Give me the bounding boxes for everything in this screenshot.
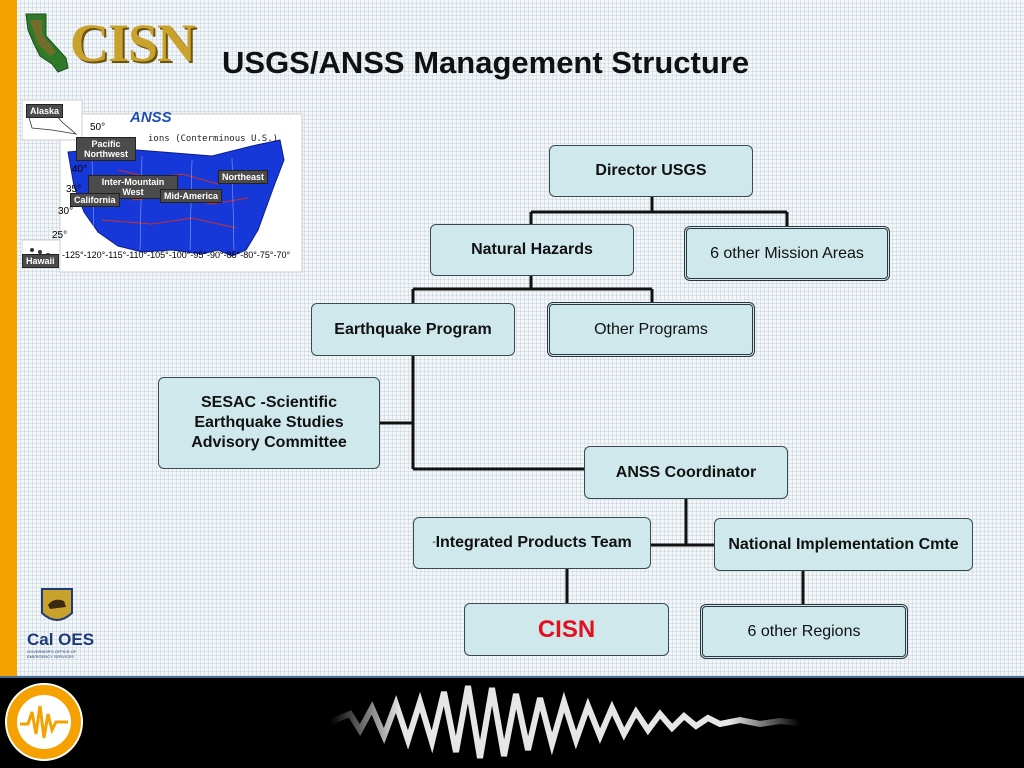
ipt-label: Integrated Products Team [435,534,632,551]
anss-regions-map: ANSS ions (Conterminous U.S.) Alaska Pac… [21,99,304,275]
ipt-prefix: - [432,537,436,548]
caloes-wordmark: Cal OES [27,630,95,649]
map-subtitle: ions (Conterminous U.S.) [148,134,279,144]
cisn-logo [22,10,192,74]
anss-map-brand: ANSS [130,109,172,126]
lon-labels: -125°-120°-115°-110°-105°-100°-95°-90°-8… [62,250,291,260]
other-programs-box: Other Programs [547,302,755,357]
integrated-products-team-box: -Integrated Products Team [413,517,651,569]
director-usgs-box: Director USGS [549,145,753,197]
natural-hazards-box: Natural Hazards [430,224,634,276]
lat-label: 50° [90,122,106,133]
california-map-icon [25,13,69,73]
footer-rule [0,676,1024,679]
left-accent-bar [0,0,17,678]
lat-label: 30° [58,206,74,217]
sesac-box: SESAC -Scientific Earthquake Studies Adv… [158,377,380,469]
caloes-logo [22,587,92,659]
other-regions-box: 6 other Regions [700,604,908,659]
cisn-box: CISN [464,603,669,656]
seismogram-graphic [5,683,801,761]
region-label-northeast: Northeast [218,170,269,184]
earthquake-program-box: Earthquake Program [311,303,515,356]
caloes-subtitle: GOVERNOR'S OFFICE OF EMERGENCY SERVICES [27,649,77,659]
region-label-california: California [70,193,120,207]
page-title: USGS/ANSS Management Structure [222,45,750,80]
region-label-pacific-northwest: Pacific Northwest [76,137,136,161]
lat-label: 40° [72,164,88,175]
region-label-mid-america: Mid-America [160,189,223,203]
caloes-bear-seal-icon [41,588,73,621]
other-mission-areas-box: 6 other Mission Areas [684,226,890,281]
anss-coordinator-box: ANSS Coordinator [584,446,788,499]
lat-label: 35° [66,184,82,195]
lat-label: 25° [52,230,68,241]
cisn-logo-text: CISN [70,13,196,73]
footer-bar [0,678,1024,768]
region-label-alaska: Alaska [26,104,64,118]
region-label-hawaii: Hawaii [22,254,59,268]
national-implementation-cmte-box: National Implementation Cmte [714,518,973,571]
